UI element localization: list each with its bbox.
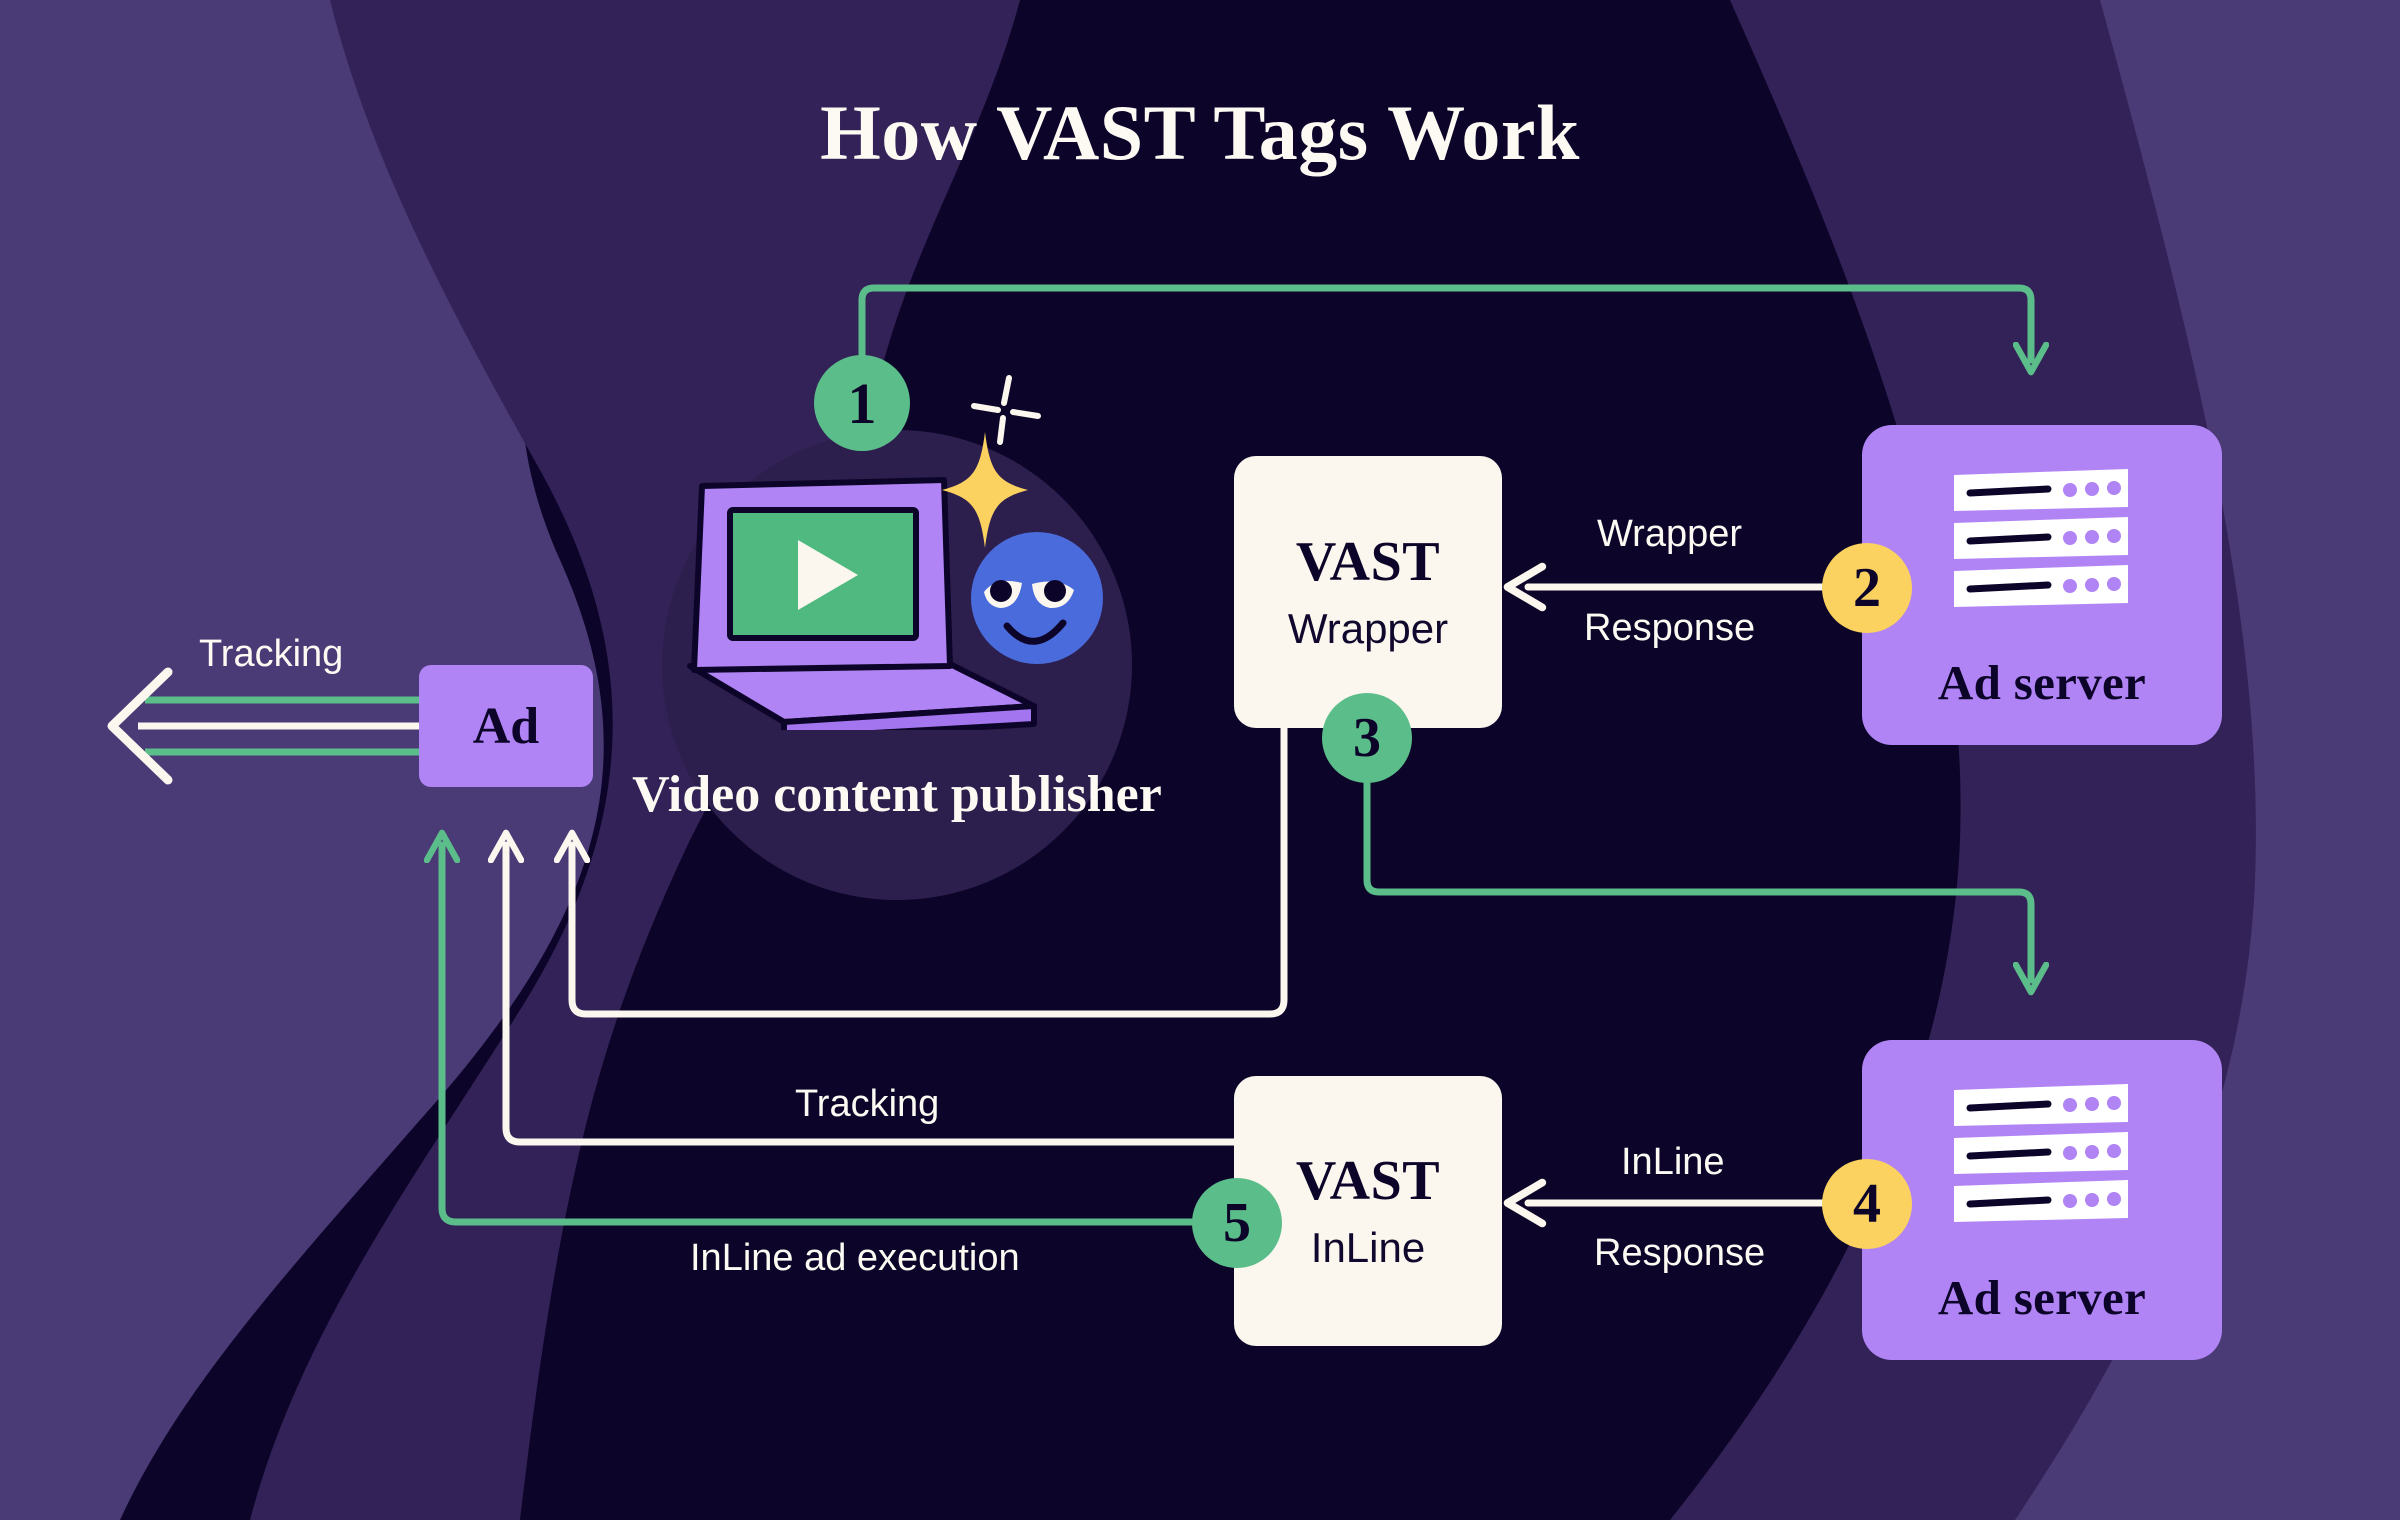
vast-inline-subtitle: InLine bbox=[1310, 1224, 1426, 1271]
sparkle-cross-icon bbox=[971, 375, 1041, 445]
step-badge-1: 1 bbox=[814, 355, 910, 451]
label-wrapper: Wrapper bbox=[1597, 513, 1743, 555]
page-title: How VAST Tags Work bbox=[820, 89, 1580, 176]
publisher-label: Video content publisher bbox=[632, 766, 1162, 823]
smiley-face-icon bbox=[971, 532, 1103, 664]
ad-server-top[interactable]: Ad server bbox=[1862, 425, 2222, 745]
ad-server-top-label: Ad server bbox=[1937, 655, 2147, 710]
ad-box[interactable]: Ad bbox=[419, 665, 593, 787]
ad-box-label: Ad bbox=[472, 697, 540, 755]
laptop-video-icon bbox=[687, 477, 1037, 730]
step-badge-3: 3 bbox=[1322, 693, 1412, 783]
vast-wrapper-subtitle: Wrapper bbox=[1287, 605, 1449, 652]
server-rack-icon bbox=[1954, 469, 2128, 607]
sparkle-star-icon bbox=[942, 432, 1028, 548]
server-rack-icon bbox=[1954, 1084, 2128, 1222]
label-inline-response: Response bbox=[1594, 1232, 1766, 1274]
vast-inline-card[interactable]: VAST InLine bbox=[1234, 1076, 1502, 1346]
vast-inline-title: VAST bbox=[1295, 1150, 1441, 1212]
label-inline-ad-execution: InLine ad execution bbox=[690, 1237, 1020, 1279]
label-wrapper-response: Response bbox=[1584, 607, 1756, 649]
ad-server-bottom[interactable]: Ad server bbox=[1862, 1040, 2222, 1360]
label-tracking-bottom: Tracking bbox=[795, 1083, 940, 1125]
vast-wrapper-title: VAST bbox=[1295, 531, 1441, 593]
step-badge-2: 2 bbox=[1822, 543, 1912, 633]
step-badge-5: 5 bbox=[1192, 1178, 1282, 1268]
step-badge-4: 4 bbox=[1822, 1159, 1912, 1249]
ad-server-bottom-label: Ad server bbox=[1937, 1270, 2147, 1325]
label-tracking-top: Tracking bbox=[199, 633, 344, 675]
vast-wrapper-card[interactable]: VAST Wrapper bbox=[1234, 456, 1502, 728]
label-inline: InLine bbox=[1621, 1141, 1725, 1183]
